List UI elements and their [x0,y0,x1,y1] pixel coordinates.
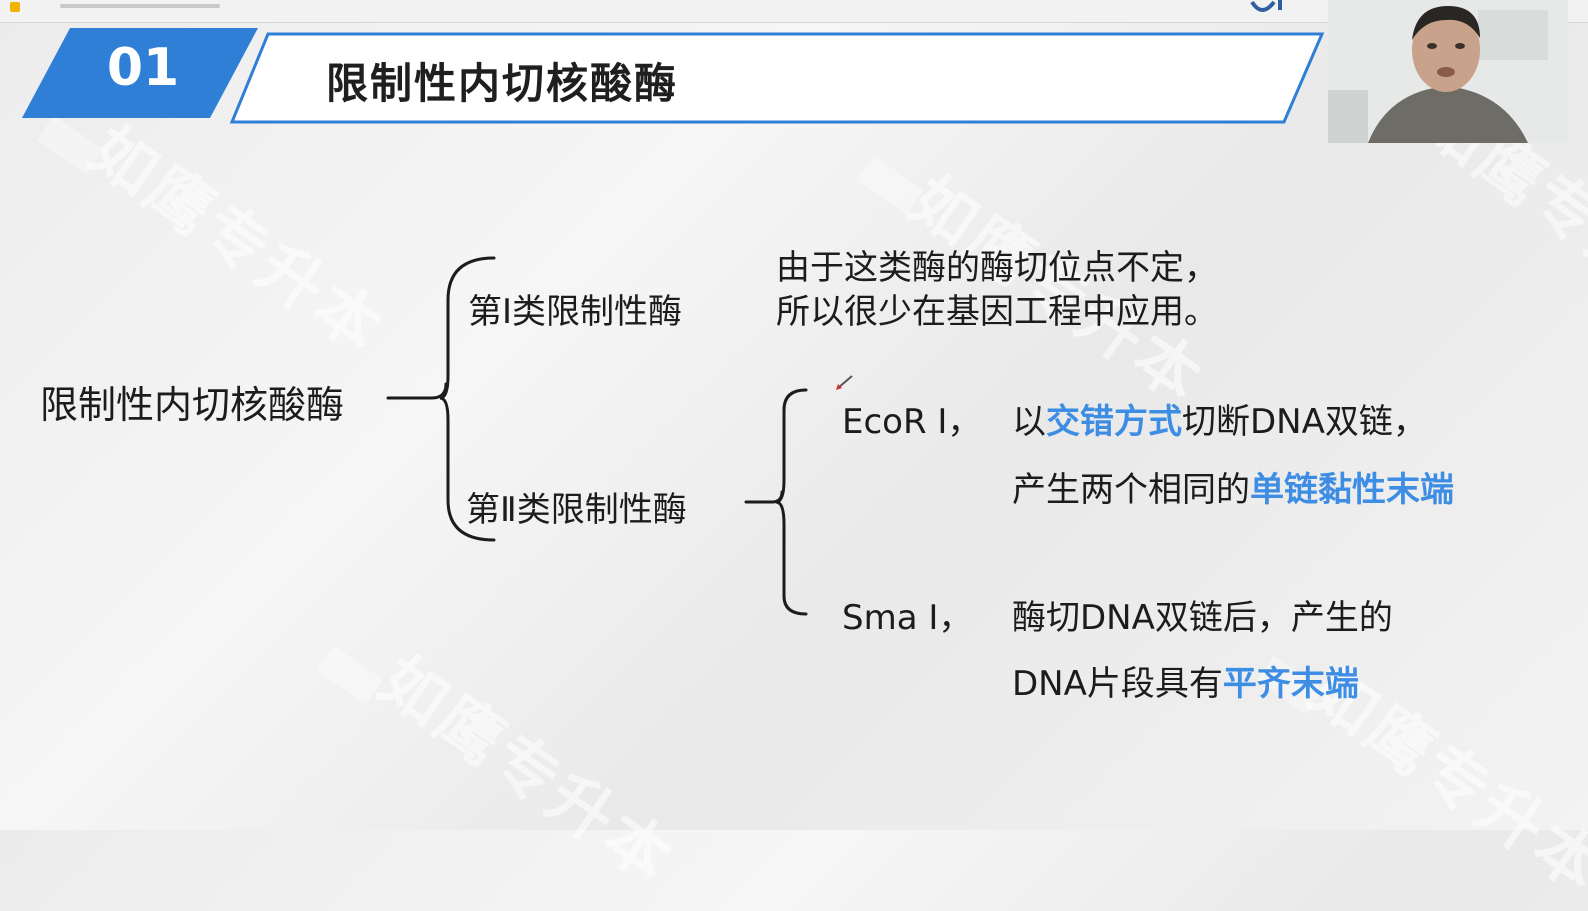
diagram-connectors [386,256,853,616]
sma-desc-line1: 酶切DNA双链后，产生的 [1012,598,1393,638]
slide-number: 01 [106,38,180,98]
type1-desc-line2: 所以很少在基因工程中应用。 [776,292,1218,332]
ecor-desc-line1: 以交错方式切断DNA双链， [1012,394,1427,443]
ecor-desc-line2: 产生两个相同的单链黏性末端 [1012,462,1454,511]
type2-label: 第Ⅱ类限制性酶 [466,490,687,530]
type1-desc-line1: 由于这类酶的酶切位点不定， [776,248,1218,288]
sma-desc-line2: DNA片段具有平齐末端 [1012,656,1359,705]
ecor-line1-pre: 以 [1012,402,1046,442]
logo-icon [1250,0,1282,12]
sma-line2-highlight: 平齐末端 [1222,664,1359,704]
slide-title: 限制性内切核酸酶 [326,59,679,108]
ecor-line2-highlight: 单链黏性末端 [1250,470,1454,510]
ecor-line1-highlight: 交错方式 [1046,402,1182,442]
window-top-strip [0,0,1588,23]
presenter-figure [1328,0,1568,143]
sma-name: Sma Ⅰ， [842,598,973,638]
root-node-label: 限制性内切核酸酶 [40,383,345,427]
ecor-name: EcoR Ⅰ， [842,402,982,442]
app-icon [10,2,20,12]
ecor-line2-pre: 产生两个相同的 [1012,470,1250,510]
type1-label: 第Ⅰ类限制性酶 [468,292,683,332]
sma-line2-pre: DNA片段具有 [1012,664,1223,704]
slide-header-banner [22,28,1325,124]
window-title-blur [60,4,220,8]
pen-cursor-icon [836,375,853,390]
presenter-webcam [1328,0,1568,143]
ecor-line1-post: 切断DNA双链， [1182,402,1427,442]
